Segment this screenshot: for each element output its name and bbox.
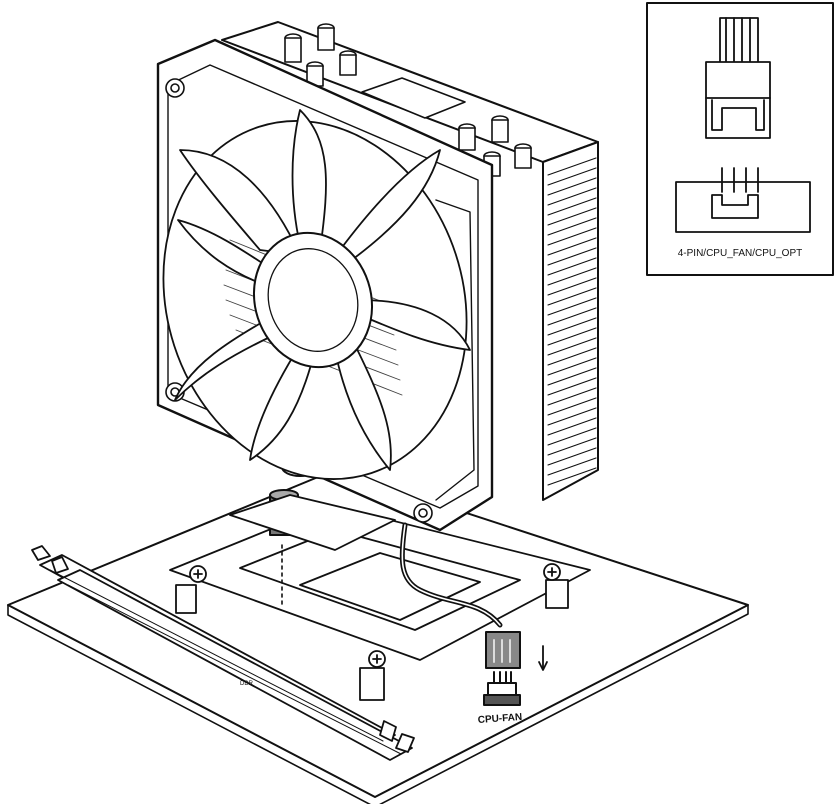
fan-blades [174,109,471,471]
svg-text:DDR: DDR [240,681,254,687]
heat-pipes [284,23,532,177]
cooling-fan [156,38,494,532]
fan-plug-drawing [705,17,771,139]
fan-connector-icon [485,631,521,669]
connector-label: 4-PIN/CPU_FAN/CPU_OPT [678,248,802,259]
motherboard-header-drawing [675,167,811,233]
cpu-fan-header-label: CPU-FAN [477,712,522,726]
heatsink-fins [547,157,597,486]
arrow-down-icon [538,645,548,671]
screw-icon [189,563,561,668]
cpu-fan-header [483,671,521,706]
fan-cable [399,522,521,669]
cooler-base-plate [229,494,396,551]
inset-frame [646,2,834,276]
connector-detail-inset: 4-PIN/CPU_FAN/CPU_OPT [646,2,834,276]
ram-slots: DDR [31,545,415,761]
standoff-posts [175,579,569,701]
heatsink [221,21,599,501]
fan-hub [252,231,374,369]
cpu-mounting-bracket [169,504,591,701]
